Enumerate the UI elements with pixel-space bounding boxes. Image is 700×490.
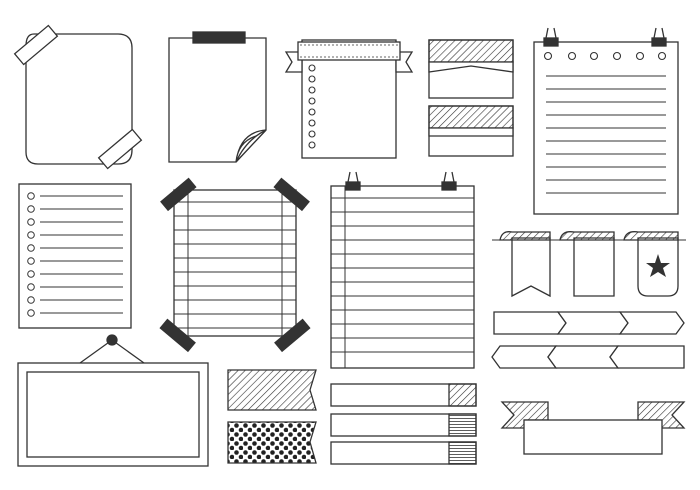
washi-tape-strips [227, 369, 317, 464]
taped-rounded-note [13, 24, 143, 170]
striped-banner-cards [428, 39, 514, 157]
spiral-lined-note [18, 183, 132, 329]
arrow-banners [491, 311, 685, 369]
ribbon-banner [500, 401, 686, 455]
hanging-frame [17, 334, 209, 467]
binder-clip-ruled-page [533, 27, 679, 215]
dotted-tab-note [284, 39, 414, 159]
four-corner-taped-lined-paper [159, 177, 311, 353]
tab-strips [330, 383, 477, 465]
curled-corner-note [168, 31, 267, 163]
clipped-notebook-page [330, 171, 475, 369]
folded-bookmark-ribbons [492, 231, 686, 298]
